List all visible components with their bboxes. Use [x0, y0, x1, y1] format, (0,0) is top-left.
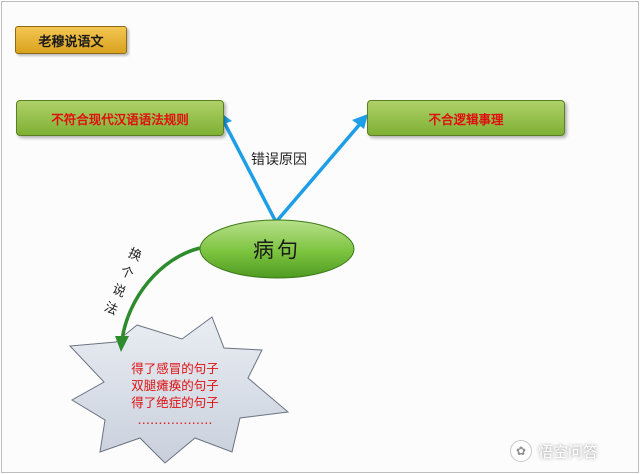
error-reason-label: 错误原因: [251, 152, 307, 168]
center-ellipse: [199, 219, 355, 279]
arrow-to-right-node: [274, 122, 362, 224]
center-node-text: 病句: [253, 238, 301, 262]
title-text: 老穆说语文: [38, 34, 104, 50]
example-item-ellipsis: ………………: [137, 412, 213, 427]
example-item: 得了绝症的句子: [131, 395, 219, 410]
wukong-logo-icon: ✿: [510, 440, 532, 462]
node-grammar-rule: 不符合现代汉语语法规则: [16, 100, 224, 136]
node-grammar-rule-label: 不符合现代汉语语法规则: [51, 111, 189, 127]
node-logic: 不合逻辑事理: [367, 100, 565, 136]
watermark: ✿ 悟空问答: [510, 440, 598, 462]
example-list: 得了感冒的句子 双腿瘫痪的句子 得了绝症的句子 ………………: [100, 360, 250, 428]
rephrase-arrow-head: [115, 336, 129, 352]
node-logic-label: 不合逻辑事理: [428, 111, 504, 127]
example-item: 得了感冒的句子: [131, 361, 219, 376]
arrow-head-right: [352, 114, 368, 129]
watermark-text: 悟空问答: [538, 442, 599, 461]
star-burst: [68, 316, 290, 464]
arrow-to-left-node: [222, 121, 278, 223]
title-badge: 老穆说语文: [15, 26, 127, 54]
example-item: 双腿瘫痪的句子: [131, 378, 219, 393]
center-node-label: 病句: [201, 221, 353, 277]
rephrase-curve-arrow: [120, 246, 201, 341]
